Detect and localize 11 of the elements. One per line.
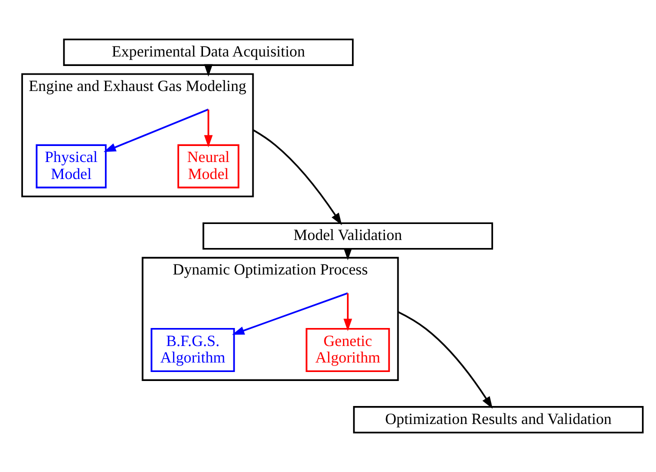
arrow (104, 108, 209, 152)
arrow (398, 311, 493, 409)
node-box: Optimization Results and Validation (353, 406, 644, 434)
node-box: Neural Model (177, 144, 240, 188)
arrow (232, 292, 348, 335)
arrow (344, 293, 352, 332)
arrow (252, 129, 342, 226)
node-box: Genetic Algorithm (306, 328, 390, 372)
node-box: B.F.G.S. Algorithm (150, 328, 235, 372)
node-box: Physical Model (36, 144, 107, 188)
arrow (204, 110, 213, 148)
